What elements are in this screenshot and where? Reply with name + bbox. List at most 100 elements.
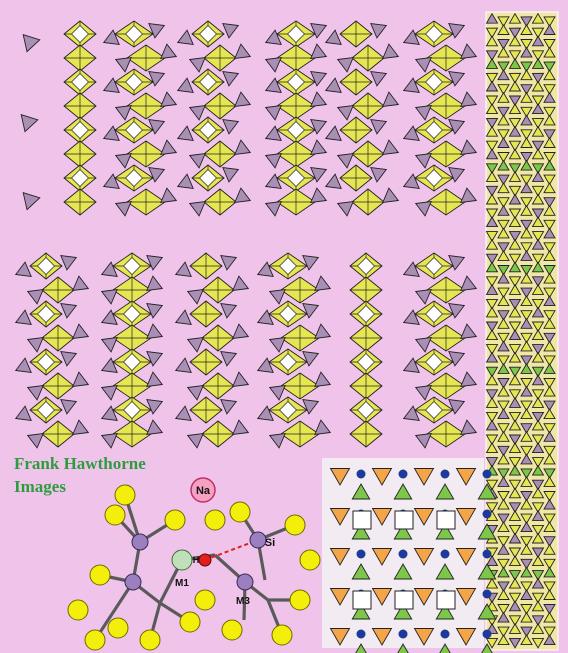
chain-octahedron (427, 421, 465, 447)
chain-tetrahedron (178, 126, 194, 140)
chain-tetrahedron (326, 174, 342, 188)
chain-tetrahedron (116, 202, 132, 216)
chain-tetrahedron (116, 106, 132, 120)
chain-octahedron (202, 277, 234, 303)
mosaic-cation (483, 550, 492, 559)
chain-tetrahedron (266, 58, 282, 72)
chain-tetrahedron (61, 400, 77, 414)
polyhedral-chain (176, 253, 249, 448)
hydrogen-atom (199, 554, 211, 566)
chain-octahedron (64, 45, 96, 71)
chain-tetrahedron (28, 434, 44, 448)
chain-tetrahedron (461, 420, 477, 434)
chain-octahedron (340, 69, 372, 95)
chain-tetrahedron (178, 30, 194, 44)
polyhedral-chain (266, 21, 327, 216)
chain-tetrahedron (371, 72, 387, 86)
hydrogen-label: H (193, 555, 200, 565)
chain-octahedron (427, 373, 465, 399)
chain-tetrahedron (326, 78, 342, 92)
chain-tetrahedron (221, 400, 237, 414)
chain-tetrahedron (161, 188, 177, 202)
mosaic-cation (399, 630, 408, 639)
chain-tetrahedron (176, 406, 192, 420)
framework-mosaic (322, 458, 496, 653)
chain-tetrahedron (416, 338, 432, 352)
chain-tetrahedron (176, 358, 192, 372)
oxygen-atom (230, 502, 250, 522)
chain-tetrahedron (416, 290, 432, 304)
oxygen-atom (290, 590, 310, 610)
chain-octahedron (190, 397, 222, 423)
chain-tetrahedron (28, 386, 44, 400)
chain-tetrahedron (221, 304, 237, 318)
chain-tetrahedron (311, 44, 327, 58)
mosaic-cation (441, 630, 450, 639)
chain-tetrahedron (28, 290, 44, 304)
chain-octahedron (350, 277, 382, 303)
chain-octahedron (281, 325, 319, 351)
chain-tetrahedron (371, 24, 387, 38)
m1-label: M1 (175, 578, 189, 589)
polyhedral-chain (258, 253, 331, 448)
mosaic-square (395, 591, 413, 609)
mosaic-cation (483, 590, 492, 599)
polyhedral-chain (326, 21, 399, 216)
chain-octahedron (350, 325, 382, 351)
chain-octahedron (113, 277, 151, 303)
chain-tetrahedron (61, 256, 77, 270)
chain-octahedron (190, 253, 222, 279)
polyhedral-chain (404, 253, 477, 448)
oxygen-atom (68, 600, 88, 620)
chain-tetrahedron (461, 372, 477, 386)
chain-tetrahedron (266, 202, 282, 216)
chain-octahedron (202, 421, 234, 447)
chain-tetrahedron (270, 434, 286, 448)
chain-tetrahedron (223, 120, 239, 134)
chain-tetrahedron (383, 92, 399, 106)
chain-octahedron (204, 189, 236, 215)
mosaic-cation (357, 470, 366, 479)
chain-tetrahedron (73, 372, 89, 386)
chain-tetrahedron (161, 44, 177, 58)
chain-tetrahedron (326, 30, 342, 44)
polyhedral-chain (350, 253, 382, 447)
chain-octahedron (64, 93, 96, 119)
oxygen-atom (140, 630, 160, 650)
oxygen-atom (180, 612, 200, 632)
chain-tetrahedron (383, 188, 399, 202)
loose-tetrahedron (23, 35, 40, 52)
chain-octahedron (42, 421, 74, 447)
chain-tetrahedron (270, 290, 286, 304)
silicon-atom (125, 574, 141, 590)
chain-tetrahedron (315, 420, 331, 434)
chain-octahedron (204, 45, 236, 71)
chain-octahedron (281, 373, 319, 399)
chain-tetrahedron (147, 372, 163, 386)
chain-octahedron (113, 373, 151, 399)
oxygen-atom (108, 618, 128, 638)
chain-tetrahedron (416, 202, 432, 216)
oxygen-atom (90, 565, 110, 585)
chain-tetrahedron (233, 372, 249, 386)
chain-octahedron (427, 45, 465, 71)
chain-tetrahedron (416, 58, 432, 72)
chain-octahedron (340, 21, 372, 47)
chain-tetrahedron (235, 92, 251, 106)
chain-tetrahedron (102, 434, 118, 448)
polyhedral-chain (178, 21, 251, 216)
chain-tetrahedron (178, 78, 194, 92)
chain-octahedron (352, 93, 384, 119)
chain-tetrahedron (188, 434, 204, 448)
chain-octahedron (42, 373, 74, 399)
chain-tetrahedron (161, 92, 177, 106)
chain-octahedron (427, 189, 465, 215)
polyhedral-chain (102, 253, 163, 448)
chain-tetrahedron (383, 140, 399, 154)
mosaic-cation (357, 630, 366, 639)
chain-octahedron (127, 189, 165, 215)
chain-tetrahedron (190, 202, 206, 216)
silicon-atom (132, 534, 148, 550)
